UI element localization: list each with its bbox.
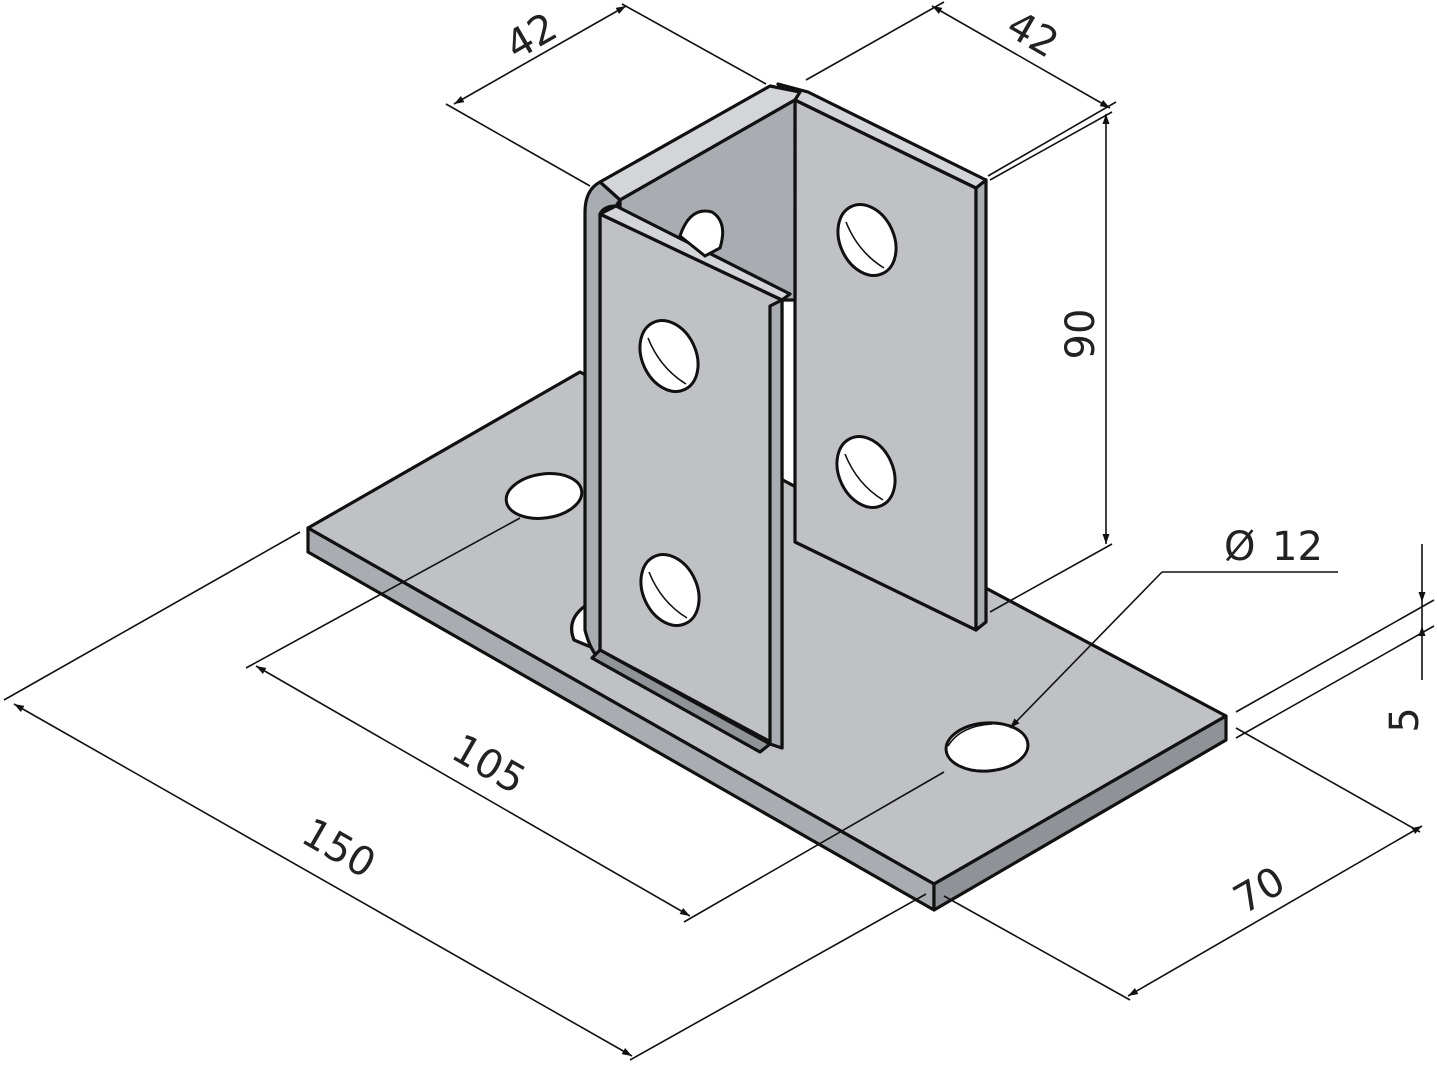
- base-plate-side-edge: [932, 714, 1228, 912]
- dimension-label-42-left: 42: [498, 4, 565, 69]
- mounting-hole-rear: [504, 472, 584, 520]
- post-hole-left-upper: [638, 319, 700, 393]
- dimension-label-42-right: 42: [999, 2, 1066, 67]
- post-left-flange-top: [598, 204, 792, 302]
- dimension-label-105: 105: [444, 726, 533, 804]
- dimension-post-height: 90: [989, 111, 1113, 613]
- dimension-label-90: 90: [1058, 309, 1104, 360]
- post-bend-left: [583, 180, 622, 662]
- channel-post: [583, 82, 988, 754]
- mounting-hole-front: [944, 721, 1030, 773]
- post-hole-right-upper: [836, 203, 898, 277]
- post-left-flange-edge: [768, 298, 784, 750]
- post-right-flange: [793, 98, 978, 632]
- dimension-label-70: 70: [1226, 858, 1293, 923]
- dimension-hole-diameter: Ø 12: [1009, 524, 1338, 729]
- dimension-label-12: 12: [1272, 524, 1323, 570]
- dimension-plate-thickness: 5: [1235, 544, 1435, 739]
- post-hole-left-lower: [639, 553, 701, 627]
- dimension-label-150: 150: [294, 810, 383, 888]
- post-right-flange-edge: [974, 178, 988, 632]
- post-hole-right-lower: [835, 435, 897, 509]
- dimension-label-diameter-symbol: Ø: [1224, 524, 1255, 570]
- post-hole-web: [678, 209, 725, 258]
- dimension-label-5: 5: [1382, 707, 1428, 732]
